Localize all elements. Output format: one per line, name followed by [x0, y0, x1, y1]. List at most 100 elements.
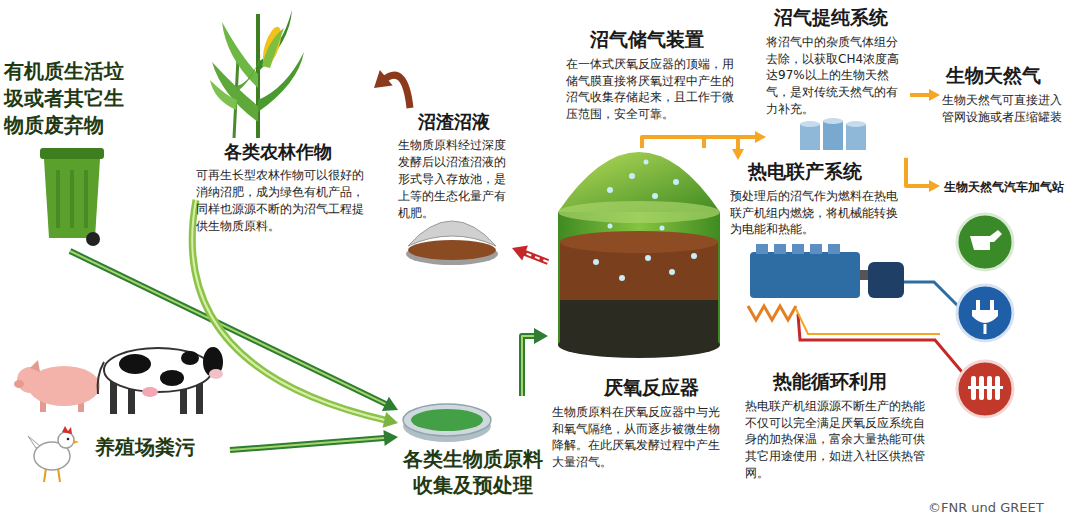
anaerobic-reactor-part — [629, 173, 635, 179]
crop-plants-part — [262, 28, 284, 68]
cow-part — [181, 351, 199, 365]
chp-engine-part — [860, 270, 868, 280]
waste-bin-part — [86, 232, 100, 246]
waste-bin-part — [70, 170, 74, 228]
node-body: 可再生长型农林作物可以很好的消纳沼肥，成为绿色有机产品，同样也源源不断的为沼气工… — [196, 167, 370, 234]
anaerobic-reactor-part — [558, 201, 720, 223]
connector-line — [522, 252, 548, 262]
anaerobic-reactor-part — [558, 332, 720, 358]
heat-node: 热能循环利用热电联产机组源源不断生产的热能不仅可以完全满足厌氧反应系统自身的加热… — [745, 370, 935, 482]
arrow-head — [383, 412, 398, 428]
flow-arrow — [704, 137, 744, 160]
connector-line — [230, 438, 388, 450]
purification-tanks — [800, 118, 866, 150]
cow-part — [110, 380, 117, 414]
connector-line — [192, 200, 388, 421]
anaerobic-reactor-part — [619, 275, 625, 281]
chp-engine-part — [810, 244, 822, 254]
chp-engine-part — [792, 244, 804, 254]
anaerobic-reactor-part — [652, 193, 658, 199]
power-icon-part — [957, 285, 1013, 341]
node-heading: 热电联产系统 — [748, 160, 908, 184]
chp-engine-part — [828, 244, 840, 254]
crops-node: 各类农林作物可再生长型农林作物可以很好的消纳沼肥，成为绿色有机产品，同样也源源不… — [196, 2, 374, 242]
purification-node: 沼气提纯系统将沼气中的杂质气体组分去除，以获取CH4浓度高达97%以上的生物天然… — [766, 6, 910, 158]
node-body: 热电联产机组源源不断生产的热能不仅可以完全满足厌氧反应系统自身的加热保温，富余大… — [745, 398, 933, 482]
node-body: 将沼气中的杂质气体组分去除，以获取CH4浓度高达97%以上的生物天然气，是对传统… — [766, 34, 908, 118]
purification-tanks-part — [800, 124, 820, 150]
arrow-head — [534, 328, 548, 344]
connector-line — [70, 251, 389, 405]
connector-line — [906, 158, 932, 186]
collection-tank — [403, 404, 491, 442]
power-icon — [957, 285, 1013, 341]
connector-line — [70, 251, 389, 405]
arrow-head — [755, 131, 766, 143]
crop-plants-part — [258, 10, 292, 72]
chp-engine-part — [756, 244, 768, 254]
fuel-icon — [957, 214, 1013, 270]
arrow-head — [732, 149, 744, 160]
node-heading: 各类生物质原料收集及预处理 — [398, 446, 548, 498]
node-heading: 生物天然气汽车加气站 — [944, 180, 1072, 196]
power-icon-part — [990, 300, 994, 310]
flow-arrow — [230, 430, 398, 450]
purification-tanks-part — [823, 121, 843, 150]
flow-arrow — [906, 158, 940, 192]
waste-bin-part — [44, 159, 100, 238]
chicken-part — [67, 438, 70, 441]
chicken-part — [58, 432, 74, 448]
chicken-part — [62, 426, 72, 434]
power-icon-part — [972, 310, 998, 323]
anaerobic-reactor-part — [669, 269, 675, 275]
pig — [14, 360, 100, 412]
digestate-tank-part — [408, 221, 496, 246]
chicken-part — [73, 440, 79, 444]
node-body: 生物质原料经过深度发酵后以沼渣沼液的形式导入存放池，是上等的生态化量产有机肥。 — [398, 137, 510, 221]
anaerobic-reactor-part — [691, 253, 697, 259]
heat-icon-part — [968, 386, 1003, 389]
cow-part — [104, 348, 212, 392]
crop-plants-part — [237, 52, 262, 92]
crop-plants-part — [210, 80, 237, 110]
chp-engine-part — [750, 252, 860, 298]
digestate-tank-part — [408, 240, 496, 260]
waste-bin — [40, 148, 104, 246]
chp-engine-part — [868, 262, 904, 298]
connector-line — [192, 200, 388, 421]
purification-tanks-part — [800, 121, 820, 127]
waste-bin-part — [56, 170, 60, 228]
fuel-station-node: 生物天然气汽车加气站 — [940, 180, 1074, 276]
anaerobic-reactor-part — [645, 255, 651, 261]
energy-wires-part — [904, 282, 958, 306]
anaerobic-reactor-part — [673, 179, 679, 185]
connector-line — [522, 336, 538, 396]
purification-tanks-part — [823, 118, 843, 124]
node-heading: 沼气储气装置 — [590, 28, 744, 52]
flow-arrow — [522, 328, 548, 396]
anaerobic-reactor — [558, 152, 720, 358]
source-label: 有机质生活垃圾或者其它生物质废弃物 — [4, 58, 136, 251]
node-heading: 养殖场粪污 — [95, 434, 230, 460]
node-body: 生物天然气可直接进入管网设施或者压缩罐装 — [942, 92, 1072, 126]
collection-tank-part — [411, 409, 483, 431]
cow-part — [160, 370, 184, 386]
collection-node: 各类生物质原料收集及预处理 — [398, 396, 548, 502]
cow-part — [142, 387, 158, 397]
chp-node: 热电联产系统预处理后的沼气作为燃料在热电联产机组内燃烧，将机械能转换为电能和热能… — [730, 160, 908, 326]
arrow-head — [383, 430, 398, 446]
crop-plants-part — [222, 22, 258, 88]
arrow-head — [929, 180, 940, 192]
purification-tanks-part — [846, 121, 866, 127]
node-heading: 厌氧反应器 — [604, 376, 724, 400]
heat-icon-part — [957, 361, 1013, 417]
copyright-note: ©FNR und GREET — [928, 500, 1044, 515]
chp-engine-part — [774, 244, 786, 254]
chicken-part — [28, 436, 40, 448]
heat-icon — [957, 361, 1013, 417]
connector-line — [910, 93, 932, 97]
gas-storage-node: 沼气储气装置在一体式厌氧反应器的顶端，用储气膜直接将厌氧过程中产生的沼气收集存储… — [566, 28, 744, 123]
flow-arrow — [374, 70, 410, 108]
energy-wires — [796, 282, 962, 372]
